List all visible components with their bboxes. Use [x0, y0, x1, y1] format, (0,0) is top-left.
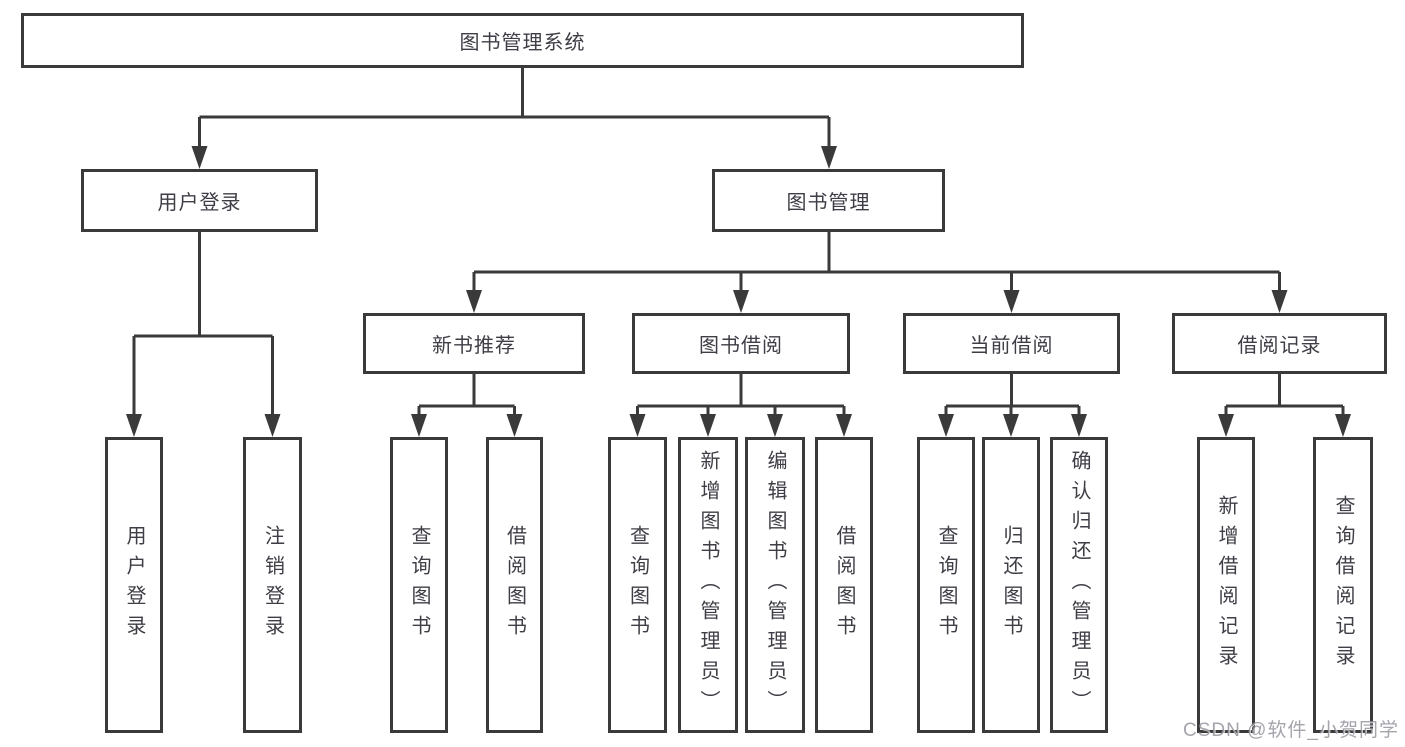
node-user-login-label: 用户登录: [157, 192, 242, 214]
leaf-borrow-books-borrow-label: 借阅图书: [833, 525, 855, 645]
leaf-logout-login: 注销登录: [243, 437, 302, 733]
leaf-edit-book-admin: 编辑图书（管理员）: [745, 437, 805, 733]
leaf-borrow-books-recommend: 借阅图书: [486, 437, 543, 733]
leaf-user-login: 用户登录: [105, 437, 163, 733]
node-book-management: 图书管理: [712, 169, 945, 232]
arrowhead-icons: [126, 146, 1351, 437]
leaf-return-books: 归还图书: [982, 437, 1040, 733]
leaf-borrow-books-recommend-label: 借阅图书: [503, 525, 526, 645]
node-book-borrow-label: 图书借阅: [699, 335, 783, 357]
leaf-add-borrow-record-label: 新增借阅记录: [1215, 495, 1237, 675]
node-root: 图书管理系统: [21, 13, 1024, 68]
node-new-book-recommend-label: 新书推荐: [432, 335, 516, 357]
leaf-add-book-admin: 新增图书（管理员）: [678, 437, 738, 733]
node-borrow-records-label: 借阅记录: [1237, 335, 1322, 357]
leaf-add-book-admin-label: 新增图书（管理员）: [697, 450, 719, 720]
leaf-query-borrow-record-label: 查询借阅记录: [1332, 495, 1354, 675]
node-root-label: 图书管理系统: [459, 32, 586, 54]
leaf-logout-login-label: 注销登录: [261, 525, 284, 645]
node-new-book-recommend: 新书推荐: [363, 313, 585, 374]
leaf-return-books-label: 归还图书: [1000, 525, 1022, 645]
node-book-borrow: 图书借阅: [632, 313, 850, 374]
node-book-management-label: 图书管理: [786, 192, 871, 214]
leaf-query-borrow-record: 查询借阅记录: [1313, 437, 1373, 733]
node-user-login: 用户登录: [81, 169, 318, 232]
leaf-query-books-borrow-label: 查询图书: [626, 525, 649, 645]
leaf-add-borrow-record: 新增借阅记录: [1197, 437, 1255, 733]
node-current-borrow-label: 当前借阅: [969, 335, 1054, 357]
watermark: CSDN @软件_小贺同学: [1183, 720, 1399, 741]
leaf-confirm-return-admin-label: 确认归还（管理员）: [1068, 450, 1090, 720]
leaf-confirm-return-admin: 确认归还（管理员）: [1050, 437, 1108, 733]
leaf-query-books-recommend: 查询图书: [390, 437, 448, 733]
leaf-borrow-books-borrow: 借阅图书: [815, 437, 873, 733]
leaf-query-books-current: 查询图书: [917, 437, 975, 733]
node-current-borrow: 当前借阅: [903, 313, 1120, 374]
connector-paths: [132, 68, 1345, 421]
node-borrow-records: 借阅记录: [1172, 313, 1387, 374]
leaf-query-books-borrow: 查询图书: [608, 437, 667, 733]
leaf-query-books-current-label: 查询图书: [935, 525, 957, 645]
leaf-query-books-recommend-label: 查询图书: [408, 525, 430, 645]
leaf-user-login-label: 用户登录: [123, 525, 145, 645]
leaf-edit-book-admin-label: 编辑图书（管理员）: [764, 450, 786, 720]
